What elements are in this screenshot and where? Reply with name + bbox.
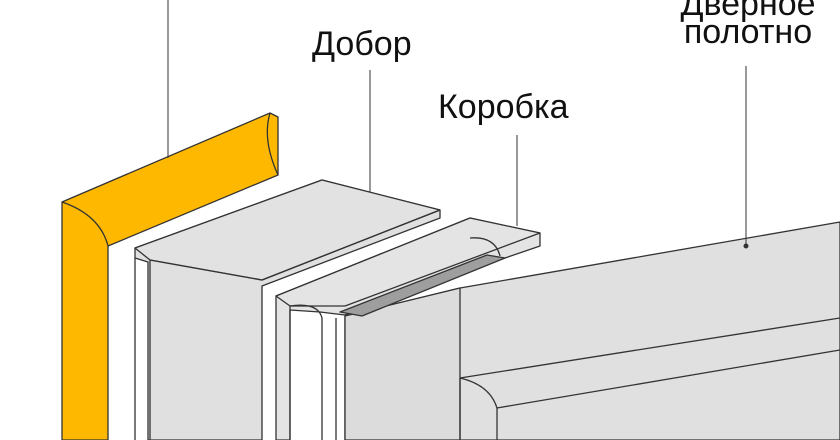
casing-nalichnik bbox=[61, 112, 279, 440]
door-leaf bbox=[344, 221, 840, 440]
label-door-leaf-line1: Дверное bbox=[680, 0, 816, 23]
leader-lines bbox=[167, 0, 749, 249]
door-frame-korobka bbox=[275, 217, 541, 440]
label-door-leaf-line2: полотно bbox=[683, 13, 813, 51]
label-dobor: Добор bbox=[312, 25, 412, 63]
extension-dobor bbox=[134, 179, 441, 440]
label-korobka: Коробка bbox=[438, 88, 569, 126]
